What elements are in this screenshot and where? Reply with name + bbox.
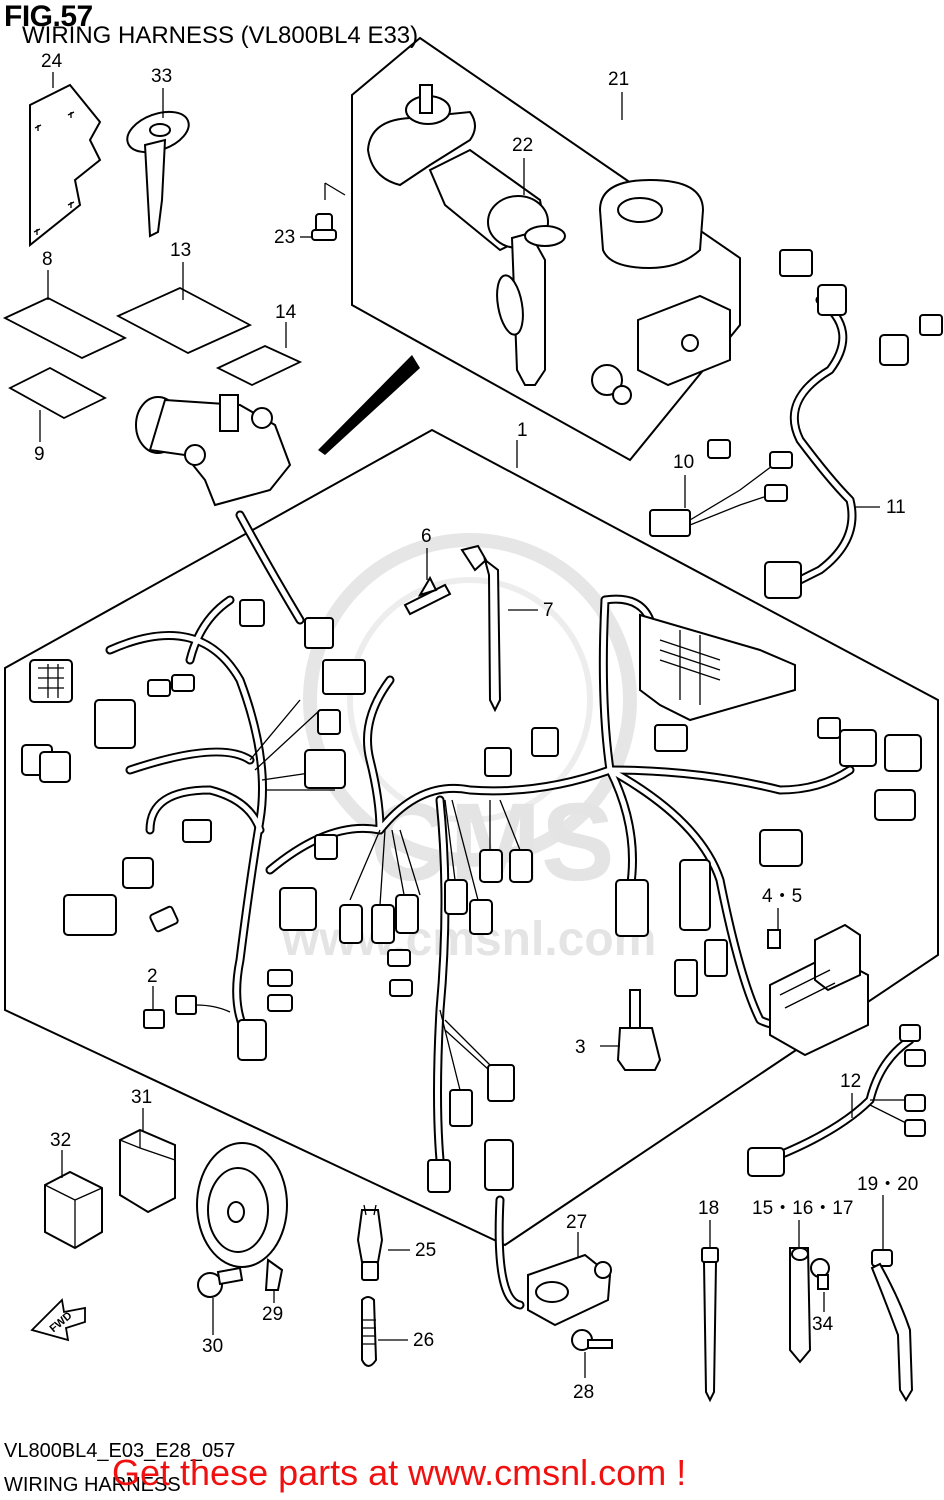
callout-19-20: 19・20 xyxy=(857,1174,918,1195)
callout-4-5: 4・5 xyxy=(762,886,802,907)
seat-lock-block xyxy=(591,294,731,405)
relay-31 xyxy=(119,1128,176,1214)
ignition-cover-cap xyxy=(598,178,705,270)
sub-harness-10 xyxy=(649,439,793,537)
callout-28: 28 xyxy=(573,1382,594,1403)
callout-21: 21 xyxy=(608,69,629,90)
fwd-direction-arrow: FWD xyxy=(30,1298,86,1342)
callout-31: 31 xyxy=(131,1087,152,1108)
callout-10: 10 xyxy=(673,452,694,473)
callout-34: 34 xyxy=(812,1314,834,1335)
harness-boundary-frame xyxy=(4,428,939,1247)
promo-banner-link[interactable]: Get these parts at www.cmsnl.com ! xyxy=(112,1452,687,1493)
diagram-subtitle: WIRING HARNESS (VL800BL4 E33) xyxy=(22,22,419,49)
cable-tie-18 xyxy=(701,1247,719,1403)
ignition-kit-frame xyxy=(351,36,741,462)
callout-18: 18 xyxy=(698,1198,719,1219)
coupler-2 xyxy=(143,995,231,1029)
label-sheet-14 xyxy=(215,345,303,387)
label-sheet-9 xyxy=(8,366,107,420)
callout-14: 14 xyxy=(275,302,297,323)
callout-2: 2 xyxy=(147,966,158,987)
callout-26: 26 xyxy=(413,1330,434,1351)
lead-wire-11 xyxy=(764,249,943,599)
assembly-direction-arrow xyxy=(318,355,420,455)
sensor-27 xyxy=(527,1253,612,1327)
callout-7: 7 xyxy=(543,600,554,621)
drawing-name: WIRING HARNESS xyxy=(4,1474,181,1496)
callout-24: 24 xyxy=(41,51,63,72)
bracket-plate-24 xyxy=(29,83,102,248)
screw-23 xyxy=(311,182,346,241)
bolt-30 xyxy=(197,1266,244,1298)
callout-25: 25 xyxy=(415,1240,436,1261)
fuse-box-4-5 xyxy=(767,923,869,1057)
watermark-url: www.cmsnl.com xyxy=(281,913,656,966)
callout-1: 1 xyxy=(517,420,528,441)
callout-13: 13 xyxy=(170,240,191,261)
callout-29: 29 xyxy=(262,1304,283,1325)
callout-15-16-17: 15・16・17 xyxy=(752,1198,853,1219)
callout-30: 30 xyxy=(202,1336,223,1357)
spring-26 xyxy=(361,1296,378,1367)
sub-harness-12 xyxy=(747,1024,926,1177)
horn-29 xyxy=(196,1142,288,1291)
screw-34 xyxy=(810,1258,830,1290)
clamp-band-15-16-17 xyxy=(789,1247,812,1364)
harness-connectors xyxy=(21,599,922,1193)
callout-9: 9 xyxy=(34,444,45,465)
label-sheets xyxy=(2,286,303,420)
callout-32: 32 xyxy=(50,1130,71,1151)
drawing-code: VL800BL4_E03_E28_057 xyxy=(4,1440,236,1462)
ignition-switch-assembly-22 xyxy=(366,84,566,386)
callout-27: 27 xyxy=(566,1212,587,1233)
callout-11: 11 xyxy=(886,497,906,518)
cable-tie-19-20 xyxy=(870,1249,914,1402)
clamp-6 xyxy=(403,575,452,616)
callout-numbers: 1 2 3 4・5 6 7 8 9 10 11 12 13 14 15・16・1… xyxy=(34,51,918,1403)
switch-25 xyxy=(356,1204,384,1281)
sensor-3 xyxy=(616,989,662,1071)
callout-6: 6 xyxy=(421,526,432,547)
ignition-switch-body xyxy=(135,394,292,507)
cable-tie-7 xyxy=(460,544,502,713)
label-sheet-13 xyxy=(115,286,253,355)
relay-32 xyxy=(44,1170,103,1250)
figure-label: FIG.57 xyxy=(4,0,93,33)
callout-8: 8 xyxy=(42,249,53,270)
label-sheet-8 xyxy=(2,296,128,360)
bolt-28 xyxy=(571,1329,613,1351)
callout-12: 12 xyxy=(840,1071,861,1092)
leader-lines xyxy=(39,72,884,1378)
callout-23: 23 xyxy=(274,227,295,248)
callout-22: 22 xyxy=(512,135,533,156)
main-wire-harness-1 xyxy=(105,510,855,1310)
callout-33: 33 xyxy=(151,66,172,87)
callout-3: 3 xyxy=(575,1037,586,1058)
ignition-key-33 xyxy=(126,110,190,238)
